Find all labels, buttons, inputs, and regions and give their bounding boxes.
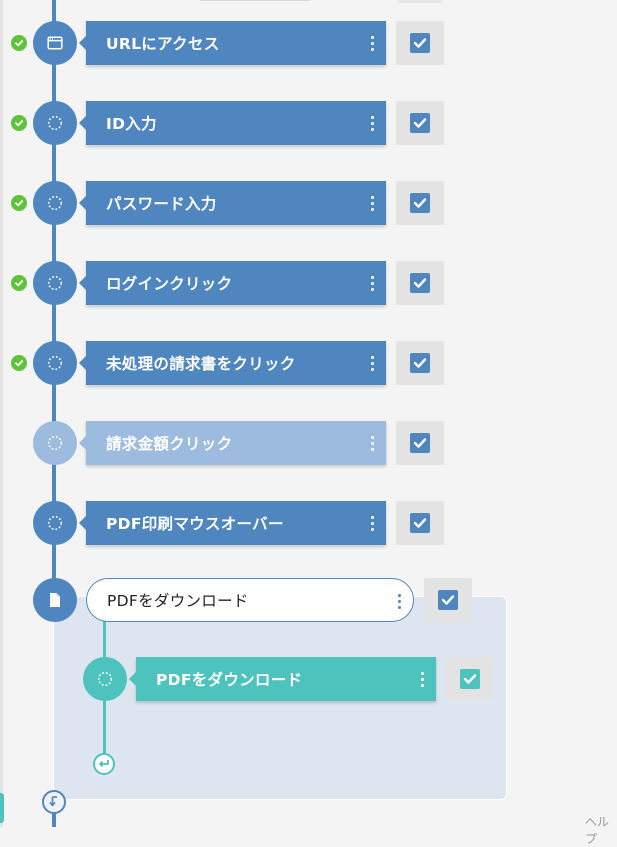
step-node-pdf-print[interactable] (33, 501, 77, 545)
step-label: 請求金額クリック (106, 435, 233, 453)
dotted-circle-icon (47, 195, 63, 211)
checkbox-checked-icon (410, 433, 430, 453)
success-check-icon (11, 275, 27, 291)
previous-checkbox-stub (398, 0, 442, 3)
loop-exit-arrow-icon (42, 790, 66, 814)
step-unprocessed-invoice-click[interactable]: 未処理の請求書をクリック (79, 341, 386, 385)
loop-return-icon (93, 753, 115, 775)
step-amount-click[interactable]: 請求金額クリック (79, 421, 386, 465)
kebab-menu-icon[interactable] (416, 667, 428, 691)
checkbox-checked-icon (410, 33, 430, 53)
success-check-icon (11, 35, 27, 51)
help-link[interactable]: ヘルプ (585, 815, 610, 846)
step-enable-checkbox[interactable] (396, 101, 444, 145)
step-node-url[interactable] (33, 21, 77, 65)
step-pdf-print-mouseover[interactable]: PDF印刷マウスオーバー (79, 501, 386, 545)
loop-node[interactable] (33, 578, 77, 622)
dotted-circle-icon (47, 115, 63, 131)
checkbox-checked-icon (438, 590, 458, 610)
loop-child-step-pdf-download[interactable]: PDFをダウンロード (129, 657, 436, 701)
kebab-menu-icon[interactable] (366, 351, 378, 375)
step-label: パスワード入力 (106, 195, 217, 213)
step-id-input[interactable]: ID入力 (79, 101, 386, 145)
step-url-access[interactable]: URLにアクセス (79, 21, 386, 65)
checkbox-checked-icon (410, 353, 430, 373)
dotted-circle-icon (47, 515, 63, 531)
step-login-click[interactable]: ログインクリック (79, 261, 386, 305)
loop-enable-checkbox[interactable] (424, 578, 472, 622)
kebab-menu-icon[interactable] (366, 111, 378, 135)
kebab-menu-icon[interactable] (366, 271, 378, 295)
step-label: PDFをダウンロード (156, 671, 303, 689)
kebab-menu-icon[interactable] (393, 589, 405, 613)
loop-child-enable-checkbox[interactable] (446, 657, 494, 701)
dotted-circle-icon (47, 355, 63, 371)
step-label: 未処理の請求書をクリック (106, 355, 296, 373)
loop-child-node[interactable] (83, 657, 127, 701)
checkbox-checked-icon (460, 669, 480, 689)
step-enable-checkbox[interactable] (396, 21, 444, 65)
checkbox-checked-icon (410, 113, 430, 133)
step-enable-checkbox[interactable] (396, 501, 444, 545)
step-node-amount[interactable] (33, 421, 77, 465)
previous-step-stub (200, 0, 310, 1)
step-label: URLにアクセス (106, 35, 220, 53)
kebab-menu-icon[interactable] (366, 31, 378, 55)
dotted-circle-icon (47, 435, 63, 451)
success-check-icon (11, 115, 27, 131)
step-label: PDF印刷マウスオーバー (106, 515, 284, 533)
step-node-invoice[interactable] (33, 341, 77, 385)
checkbox-checked-icon (410, 513, 430, 533)
step-label: ログインクリック (106, 275, 233, 293)
success-check-icon (11, 355, 27, 371)
step-label: ID入力 (106, 115, 157, 133)
loop-block-pdf-download[interactable]: PDFをダウンロード (86, 578, 414, 622)
dotted-circle-icon (47, 275, 63, 291)
step-node-password[interactable] (33, 181, 77, 225)
checkbox-checked-icon (410, 273, 430, 293)
step-node-id[interactable] (33, 101, 77, 145)
document-icon (50, 593, 60, 607)
side-tab-handle[interactable] (0, 793, 4, 823)
step-enable-checkbox[interactable] (396, 261, 444, 305)
step-enable-checkbox[interactable] (396, 341, 444, 385)
loop-label: PDFをダウンロード (107, 592, 249, 610)
step-password-input[interactable]: パスワード入力 (79, 181, 386, 225)
left-panel-edge (0, 0, 3, 827)
kebab-menu-icon[interactable] (366, 431, 378, 455)
browser-window-icon (47, 36, 63, 50)
dotted-circle-icon (97, 671, 113, 687)
step-enable-checkbox[interactable] (396, 421, 444, 465)
checkbox-checked-icon (410, 193, 430, 213)
step-enable-checkbox[interactable] (396, 181, 444, 225)
success-check-icon (11, 195, 27, 211)
step-node-login[interactable] (33, 261, 77, 305)
kebab-menu-icon[interactable] (366, 191, 378, 215)
kebab-menu-icon[interactable] (366, 511, 378, 535)
